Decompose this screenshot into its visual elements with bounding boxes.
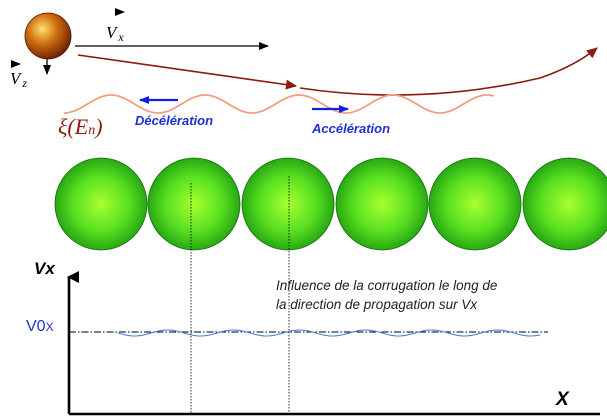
xi-en-label: ξ(En) — [58, 114, 103, 139]
surface-atoms-row — [54, 157, 607, 251]
surface-atom-sphere-icon — [335, 157, 429, 251]
caption-line-2: la direction de propagation sur Vx — [276, 297, 478, 312]
x-axis-label: X — [555, 389, 570, 410]
deceleration-label: Décélération — [135, 113, 213, 128]
corrugation-wave — [63, 94, 495, 114]
caption-line-1: Influence de la corrugation le long de — [276, 278, 497, 293]
surface-atom-sphere-icon — [428, 157, 522, 251]
particle-sphere-icon — [24, 12, 72, 60]
vx-oscillation-curve — [117, 329, 541, 337]
vx-axis-label: Vx — [34, 259, 56, 278]
acceleration-label: Accélération — [311, 121, 390, 136]
surface-atom-sphere-icon — [54, 157, 148, 251]
surface-atom-sphere-icon — [241, 157, 335, 251]
surface-atom-sphere-icon — [522, 157, 607, 251]
v0x-label: V0X — [26, 318, 54, 335]
trajectory-incoming — [77, 54, 297, 90]
surface-atom-sphere-icon — [147, 157, 241, 251]
trajectory-outgoing — [299, 47, 598, 96]
